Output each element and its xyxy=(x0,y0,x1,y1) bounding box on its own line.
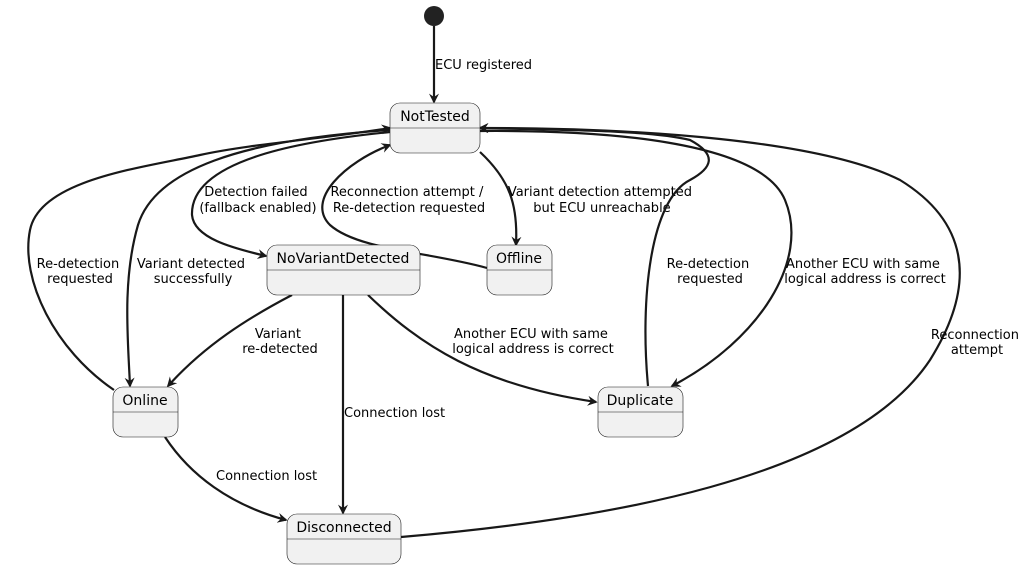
transition-label: Connection lost xyxy=(344,406,445,421)
transition-label: Reconnection attempt xyxy=(931,328,1023,358)
state-label: Disconnected xyxy=(296,520,391,536)
transition-label: Connection lost xyxy=(216,469,317,484)
transition-label: Another ECU with same logical address is… xyxy=(784,257,946,287)
state-label: Duplicate xyxy=(607,393,674,409)
state-offline: Offline xyxy=(486,244,553,296)
transition-label: ECU registered xyxy=(435,58,532,73)
state-not-tested: NotTested xyxy=(389,102,481,154)
transition-label: Re-detection requested xyxy=(37,257,124,287)
transition-not-tested-to-duplicate: Another ECU with same logical address is… xyxy=(479,129,946,387)
transition-label: Reconnection attempt / Re-detection requ… xyxy=(330,185,487,216)
transition-not-tested-to-offline: Variant detection attempted but ECU unre… xyxy=(479,151,696,247)
state-disconnected: Disconnected xyxy=(286,513,402,565)
transition-offline-to-not-tested: Reconnection attempt / Re-detection requ… xyxy=(321,143,488,270)
transition-no-variant-to-disconnected: Connection lost xyxy=(338,295,445,515)
transition-start-to-not-tested: ECU registered xyxy=(429,26,532,104)
state-label: NoVariantDetected xyxy=(277,251,410,267)
transition-label: Detection failed (fallback enabled) xyxy=(199,185,316,216)
transition-not-tested-to-online: Variant detected successfully xyxy=(124,128,391,388)
state-label: Online xyxy=(122,393,167,409)
initial-state-node xyxy=(424,6,444,26)
state-duplicate: Duplicate xyxy=(597,386,684,438)
transition-no-variant-to-duplicate: Another ECU with same logical address is… xyxy=(367,294,614,406)
transition-label: Variant detected successfully xyxy=(137,257,249,287)
transition-label: Re-detection requested xyxy=(667,257,754,287)
transition-label: Variant re-detected xyxy=(242,327,318,357)
transition-label: Variant detection attempted but ECU unre… xyxy=(508,185,696,216)
transition-label: Another ECU with same logical address is… xyxy=(452,327,614,357)
state-label: Offline xyxy=(496,251,542,267)
transition-no-variant-to-online: Variant re-detected xyxy=(166,294,318,388)
state-online: Online xyxy=(112,386,179,438)
transition-online-to-disconnected: Connection lost xyxy=(164,436,317,523)
state-label: NotTested xyxy=(400,109,470,125)
transition-disconnected-to-not-tested: Reconnection attempt xyxy=(400,123,1023,539)
transition-not-tested-to-no-variant: Detection failed (fallback enabled) xyxy=(190,130,391,259)
state-no-variant-detected: NoVariantDetected xyxy=(266,244,421,296)
